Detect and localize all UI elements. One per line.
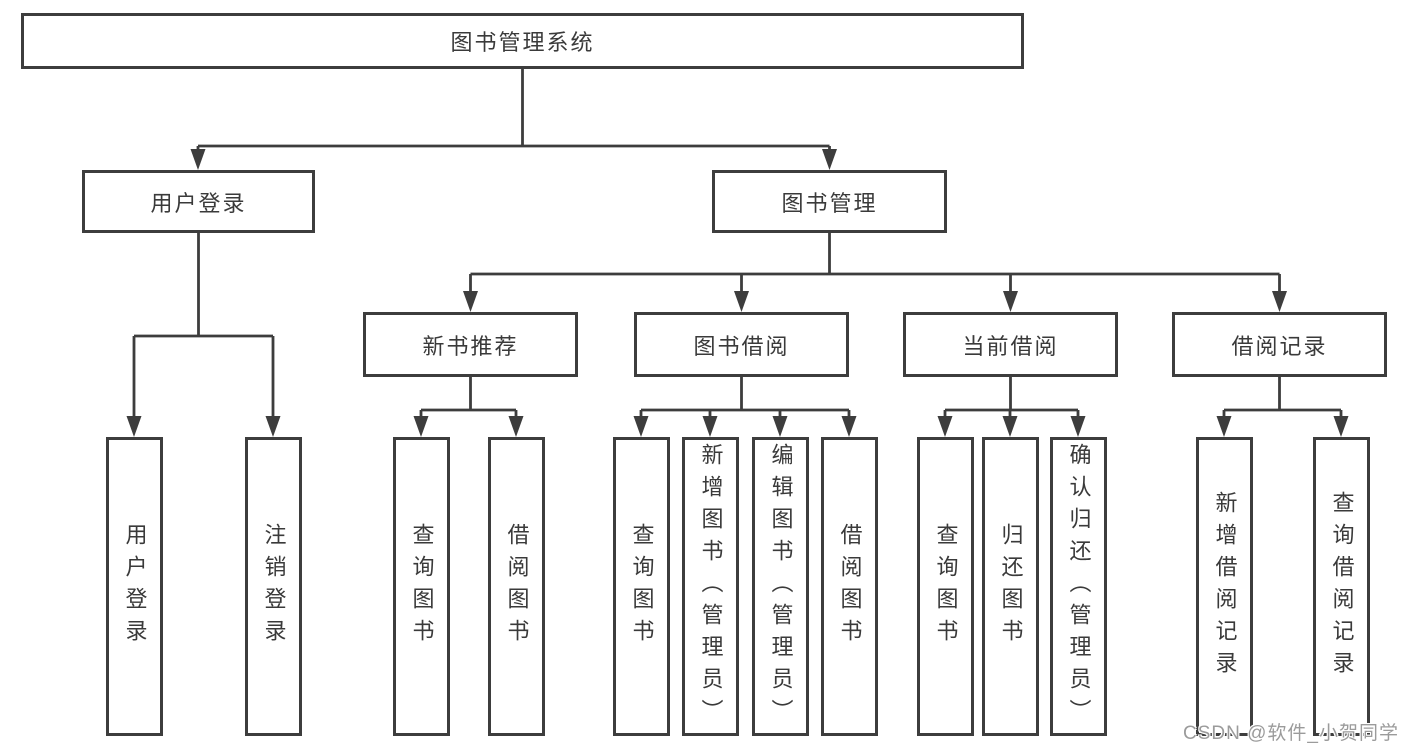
node-user-login-label: 用户登录 <box>150 190 247 216</box>
arrowhead <box>413 416 429 437</box>
node-current-borrowing-label: 当前借阅 <box>962 333 1059 359</box>
arrowhead <box>772 416 788 437</box>
leaf-borrowing-add: 新增图书（管理员） <box>682 437 739 736</box>
leaf-current-query: 查询图书 <box>917 437 974 736</box>
leaf-records-add: 新增借阅记录 <box>1196 437 1253 736</box>
leaf-borrowing-query: 查询图书 <box>613 437 670 736</box>
arrowhead <box>463 291 478 312</box>
leaf-records-add-label: 新增借阅记录 <box>1212 490 1238 683</box>
node-borrowing-records-label: 借阅记录 <box>1231 333 1328 359</box>
leaf-newbooks-borrow: 借阅图书 <box>488 437 545 736</box>
connector-line <box>943 377 1080 418</box>
leaf-current-confirm-return: 确认归还（管理员） <box>1050 437 1107 736</box>
leaf-current-return: 归还图书 <box>982 437 1039 736</box>
node-book-borrowing-label: 图书借阅 <box>693 333 790 359</box>
arrowhead <box>126 416 142 437</box>
leaf-borrowing-add-label: 新增图书（管理员） <box>698 442 724 731</box>
connector-line <box>1222 377 1343 418</box>
arrowhead <box>508 416 524 437</box>
node-book-borrowing: 图书借阅 <box>634 312 849 377</box>
arrowhead <box>822 149 837 170</box>
connector-line <box>196 69 831 151</box>
leaf-logout-label: 注销登录 <box>261 522 287 651</box>
leaf-current-return-label: 归还图书 <box>998 522 1024 651</box>
node-new-books: 新书推荐 <box>363 312 578 377</box>
arrowhead <box>1003 291 1018 312</box>
leaf-newbooks-query: 查询图书 <box>393 437 450 736</box>
arrowhead <box>1272 291 1287 312</box>
connector-line <box>639 377 851 418</box>
node-root: 图书管理系统 <box>21 13 1024 69</box>
leaf-user-login-label: 用户登录 <box>122 522 148 651</box>
leaf-borrowing-query-label: 查询图书 <box>629 522 655 651</box>
node-user-login: 用户登录 <box>82 170 315 233</box>
arrowhead <box>734 291 749 312</box>
node-root-label: 图书管理系统 <box>450 30 595 55</box>
leaf-records-query-label: 查询借阅记录 <box>1329 490 1355 683</box>
watermark: CSDN @软件_小贺同学 <box>1183 723 1399 744</box>
connector-line <box>419 377 518 418</box>
leaf-borrowing-borrow: 借阅图书 <box>821 437 878 736</box>
connector-line <box>469 232 1281 292</box>
arrowhead <box>633 416 649 437</box>
leaf-logout: 注销登录 <box>245 437 302 736</box>
arrowhead <box>265 416 281 437</box>
leaf-newbooks-query-label: 查询图书 <box>409 522 435 651</box>
arrowhead <box>1002 416 1018 437</box>
leaf-current-query-label: 查询图书 <box>933 522 959 651</box>
leaf-current-confirm-return-label: 确认归还（管理员） <box>1066 442 1092 731</box>
leaf-borrowing-edit-label: 编辑图书（管理员） <box>768 442 794 731</box>
leaf-newbooks-borrow-label: 借阅图书 <box>504 522 530 651</box>
connector-line <box>132 233 275 418</box>
arrowhead <box>1070 416 1086 437</box>
node-book-management-label: 图书管理 <box>781 190 878 216</box>
arrowhead <box>702 416 718 437</box>
arrowhead <box>1333 416 1349 437</box>
arrowhead <box>1216 416 1232 437</box>
leaf-records-query: 查询借阅记录 <box>1313 437 1370 736</box>
arrowhead <box>190 149 206 170</box>
node-book-management: 图书管理 <box>712 170 947 233</box>
node-borrowing-records: 借阅记录 <box>1172 312 1387 377</box>
node-current-borrowing: 当前借阅 <box>903 312 1118 377</box>
leaf-borrowing-borrow-label: 借阅图书 <box>837 522 863 651</box>
arrowhead <box>937 416 953 437</box>
node-new-books-label: 新书推荐 <box>422 333 519 359</box>
arrowhead <box>841 416 857 437</box>
leaf-user-login: 用户登录 <box>106 437 163 736</box>
leaf-borrowing-edit: 编辑图书（管理员） <box>752 437 809 736</box>
